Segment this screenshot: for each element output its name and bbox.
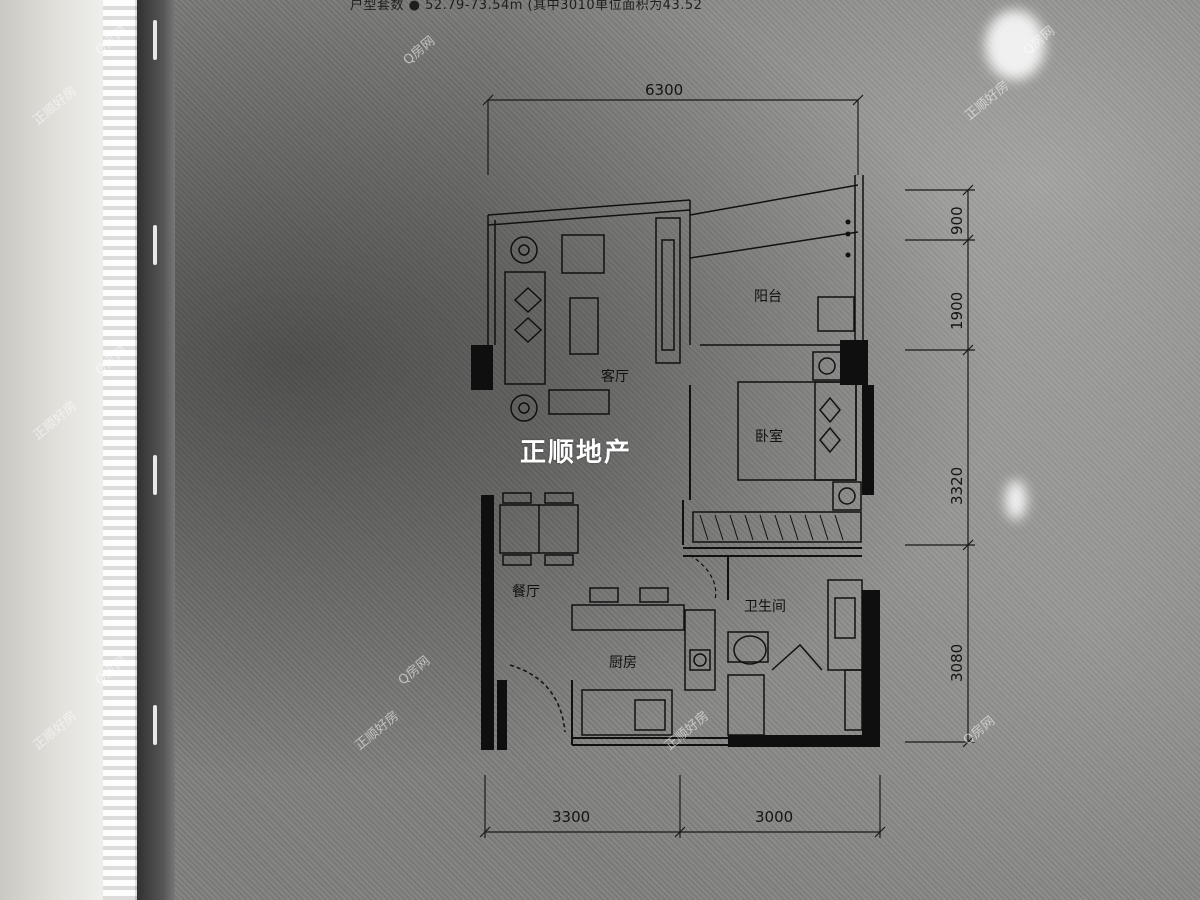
bedroom-furniture <box>692 296 862 543</box>
plastic-sleeve-edge <box>103 0 137 900</box>
dim-right-1900: 1900 <box>948 292 966 330</box>
room-label-kitchen: 厨房 <box>609 655 637 671</box>
room-label-living-room: 客厅 <box>601 368 629 385</box>
dim-right-3320: 3320 <box>948 467 966 505</box>
floor-plan-sheet <box>135 0 1200 900</box>
balcony-rail-dots <box>845 219 851 258</box>
room-label-bedroom: 卧室 <box>755 428 783 445</box>
dining-table <box>499 492 579 566</box>
binding-mark <box>153 455 157 495</box>
top-dimension-line <box>482 94 864 175</box>
binding-mark <box>153 705 157 745</box>
bathroom-fixtures <box>727 579 863 736</box>
dim-right-900: 900 <box>948 206 966 235</box>
agency-logo-text: 正顺地产 <box>520 438 633 468</box>
dim-right-3080: 3080 <box>948 644 966 682</box>
balcony-outline <box>487 175 864 346</box>
light-glare <box>985 10 1045 80</box>
paper-texture <box>135 0 1200 900</box>
dim-bottom-3000: 3000 <box>755 808 793 826</box>
exterior-walls <box>471 340 880 750</box>
right-dimension-line <box>905 184 975 748</box>
wardrobe-hatching <box>699 514 844 541</box>
dim-top-total: 6300 <box>645 81 683 99</box>
binding-mark <box>153 20 157 60</box>
sheet-binding-edge <box>135 0 175 900</box>
unit-info-header: 户型套数 ● 52.79-73.54m (其中3010单位面积为43.52 <box>350 0 703 13</box>
bottom-dimension-line <box>479 775 886 838</box>
kitchen-counters <box>509 587 716 736</box>
room-label-dining-room: 餐厅 <box>512 584 540 600</box>
dim-bottom-3300: 3300 <box>552 808 590 826</box>
interior-walls <box>571 385 862 746</box>
room-label-balcony: 阳台 <box>754 289 782 305</box>
living-room-furniture <box>504 217 681 422</box>
door-swing <box>689 554 717 601</box>
binding-mark <box>153 225 157 265</box>
room-label-bathroom: 卫生间 <box>744 599 786 615</box>
light-glare <box>1005 480 1027 520</box>
